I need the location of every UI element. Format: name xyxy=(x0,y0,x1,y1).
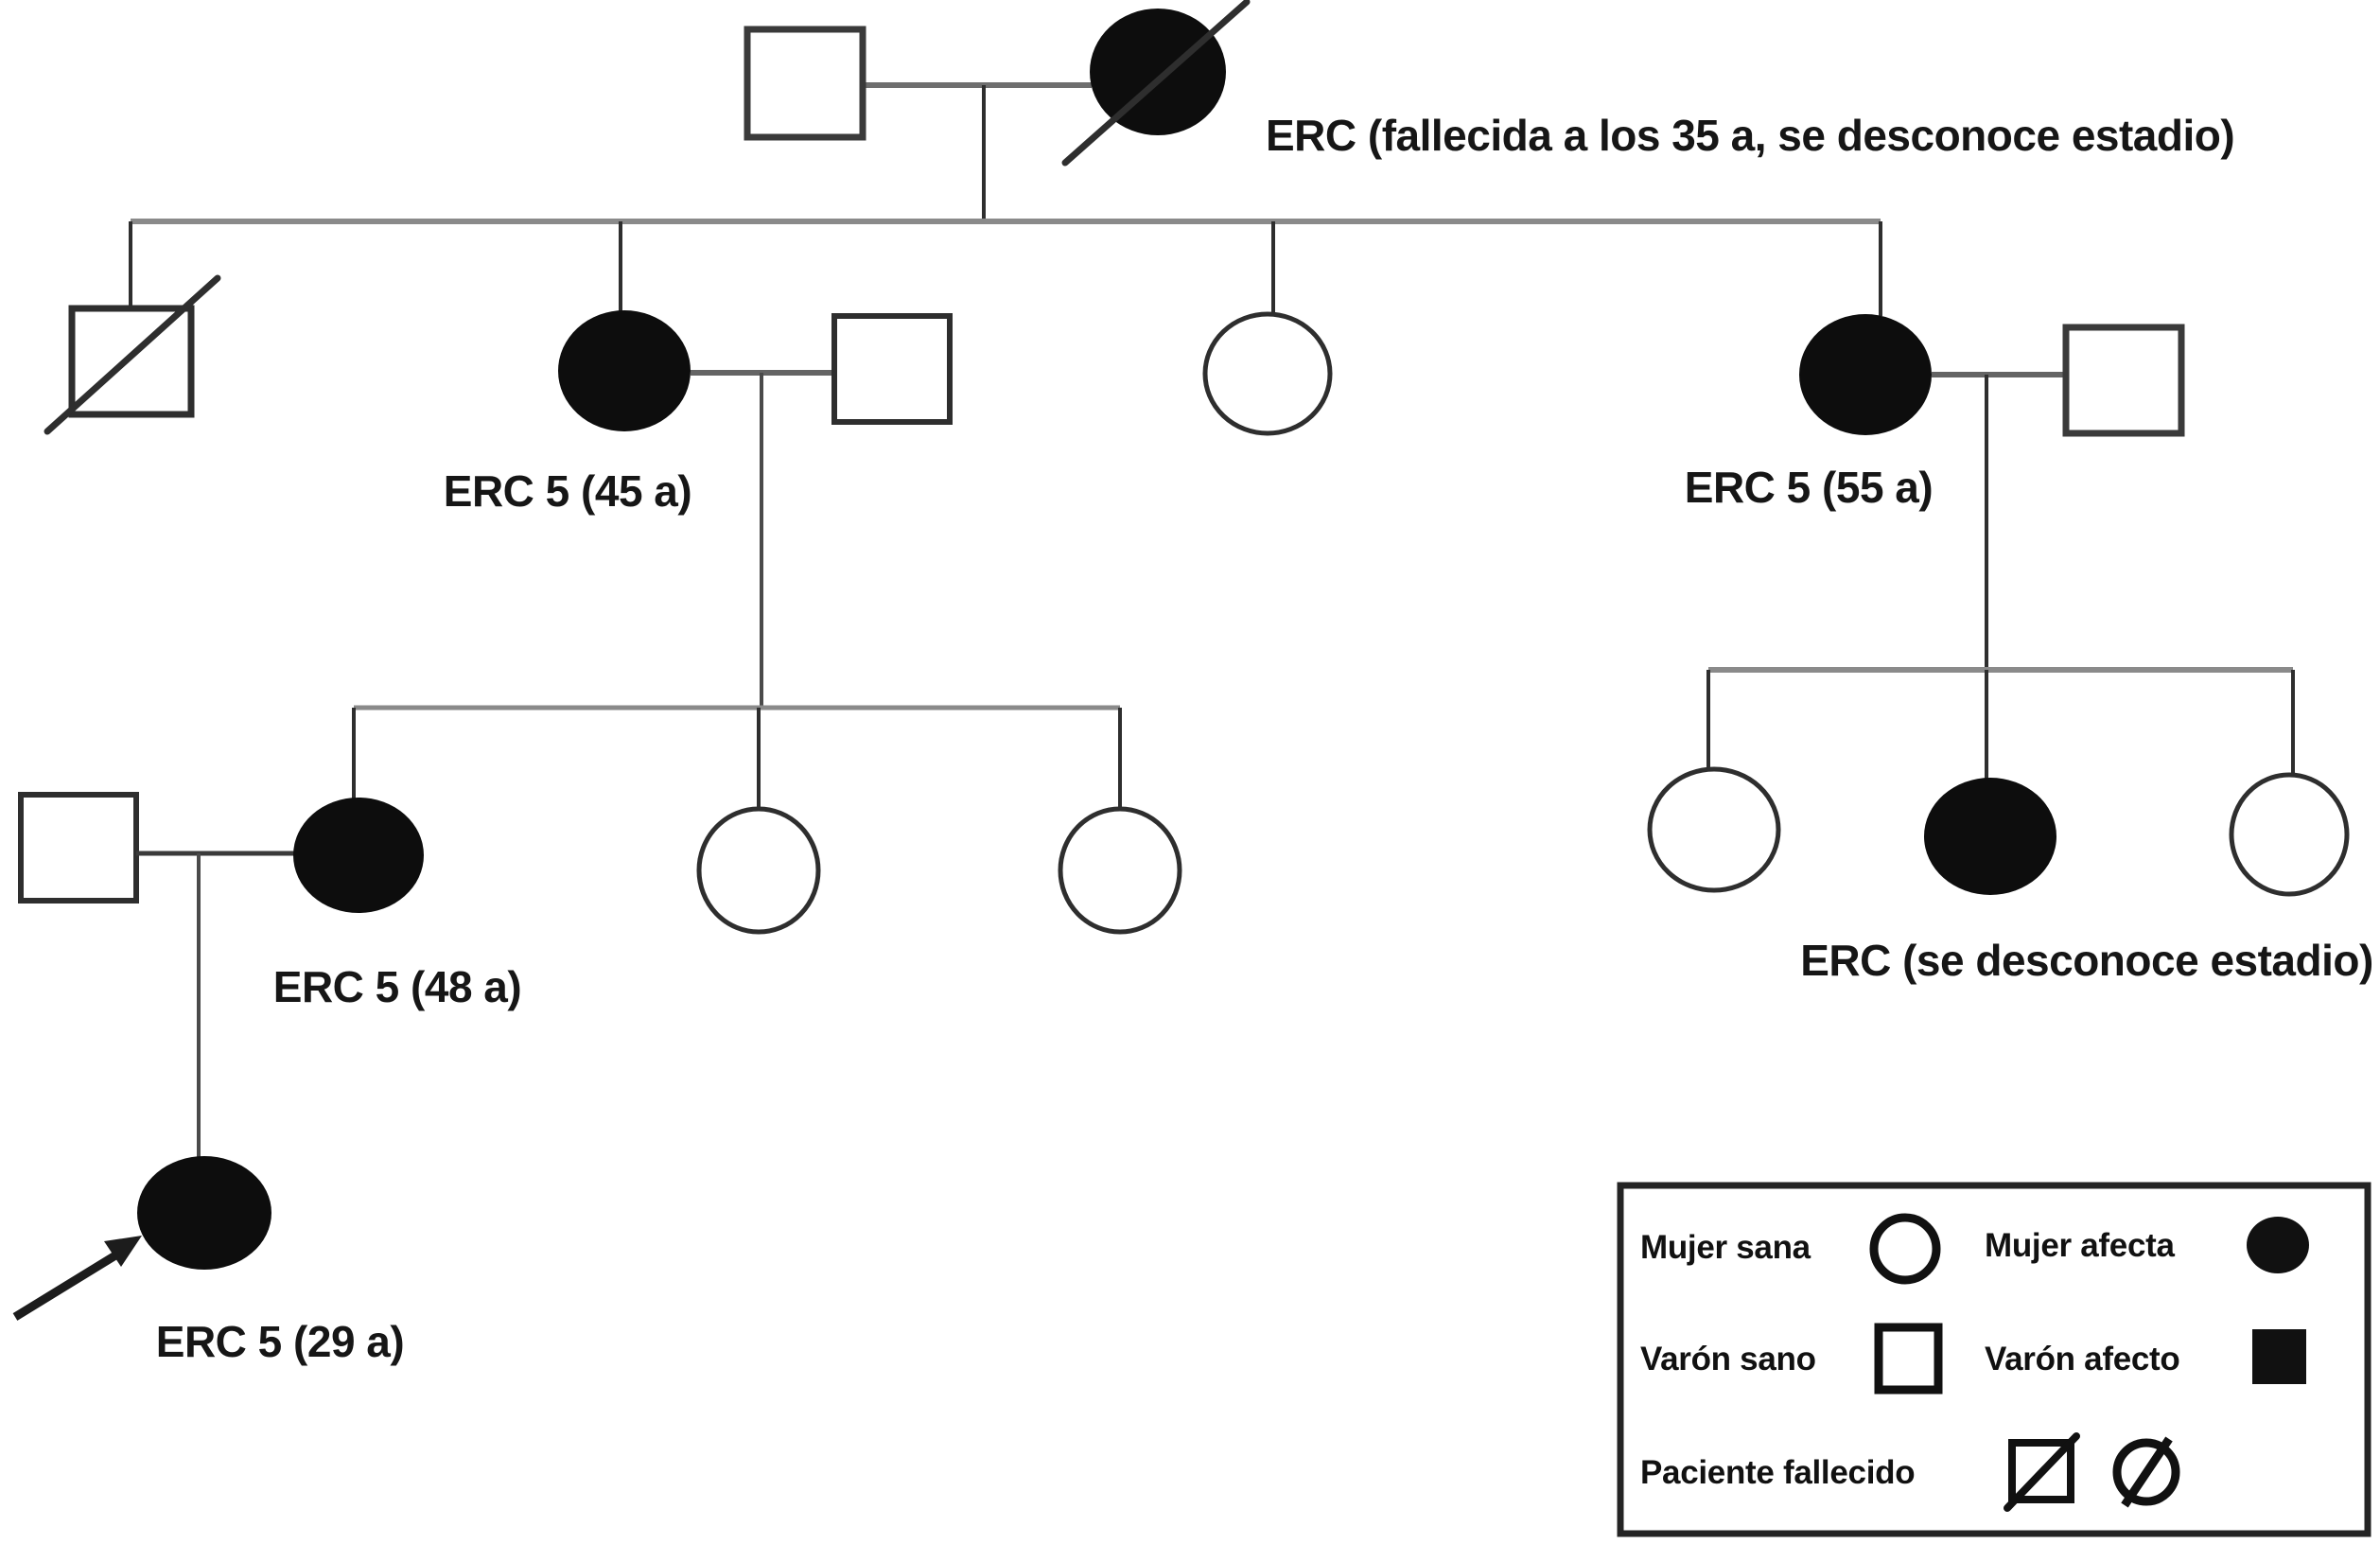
legend-label-mujer-afecta: Mujer afecta xyxy=(1985,1227,2175,1264)
generation-3-left xyxy=(18,705,1182,1160)
proband-arrow-shaft xyxy=(12,1252,118,1321)
generation-4 xyxy=(12,1156,271,1321)
label-gen1-mother: ERC (fallecida a los 35 a, se desconoce … xyxy=(1266,111,2235,160)
gen2-deceased-male-square xyxy=(68,305,195,418)
gen1-mother-circle-affected-female xyxy=(1090,9,1226,135)
gen3a-healthy-female-circle-2 xyxy=(1058,806,1182,935)
gen3a-healthy-female-circle-1 xyxy=(696,806,821,935)
gen3b-cousin-circle-affected-female xyxy=(1924,778,2056,895)
gen2-aunt55-circle-affected-female xyxy=(1799,314,1932,435)
legend-square-slash-line xyxy=(2004,1432,2080,1512)
gen2-deceased-male-slash xyxy=(44,274,221,435)
gen4-proband-circle-affected-female xyxy=(137,1156,271,1270)
legend-square-filled-icon xyxy=(2252,1329,2306,1384)
label-gen2-aunt55: ERC 5 (55 a) xyxy=(1684,463,1934,512)
generation-2 xyxy=(44,219,2185,708)
label-gen2-aunt45: ERC 5 (45 a) xyxy=(443,466,692,516)
legend-label-varon-sano: Varón sano xyxy=(1640,1341,1816,1377)
gen2-aunt55-spouse-square-healthy-male xyxy=(2062,324,2185,437)
gen1-father-square-healthy-male xyxy=(744,26,866,141)
generation-1 xyxy=(744,0,1251,221)
gen3-mother48-spouse-square-healthy-male xyxy=(18,792,139,904)
gen2-aunt45-circle-affected-female xyxy=(558,310,691,431)
gen1-mother-deceased-slash xyxy=(1061,0,1251,167)
legend-label-paciente-fallecido: Paciente fallecido xyxy=(1640,1454,1916,1491)
gen3b-healthy-female-circle-1 xyxy=(1647,766,1781,893)
legend-circle-slash-line xyxy=(2121,1436,2173,1508)
proband-arrow-head xyxy=(104,1236,142,1267)
gen3b-healthy-female-circle-2 xyxy=(2229,772,2350,897)
label-gen3-mother48: ERC 5 (48 a) xyxy=(272,962,522,1011)
legend-square-outline-icon xyxy=(1874,1323,1943,1395)
generation-3-right xyxy=(1647,667,2350,897)
legend-box xyxy=(1617,1182,2371,1537)
label-gen3-cousin: ERC (se desconoce estadio) xyxy=(1800,936,2373,985)
gen2-aunt45-spouse-square-healthy-male xyxy=(831,313,953,425)
legend-circle-outline-icon xyxy=(1869,1213,1941,1285)
label-gen4-proband: ERC 5 (29 a) xyxy=(155,1317,405,1366)
legend-label-mujer-sana: Mujer sana xyxy=(1640,1229,1811,1266)
legend-label-varon-afecto: Varón afecto xyxy=(1985,1341,2180,1377)
legend-circle-filled-icon xyxy=(2247,1217,2309,1273)
gen2-healthy-female-circle xyxy=(1202,311,1333,436)
gen3-mother48-circle-affected-female xyxy=(293,798,424,913)
legend xyxy=(1617,1182,2371,1537)
